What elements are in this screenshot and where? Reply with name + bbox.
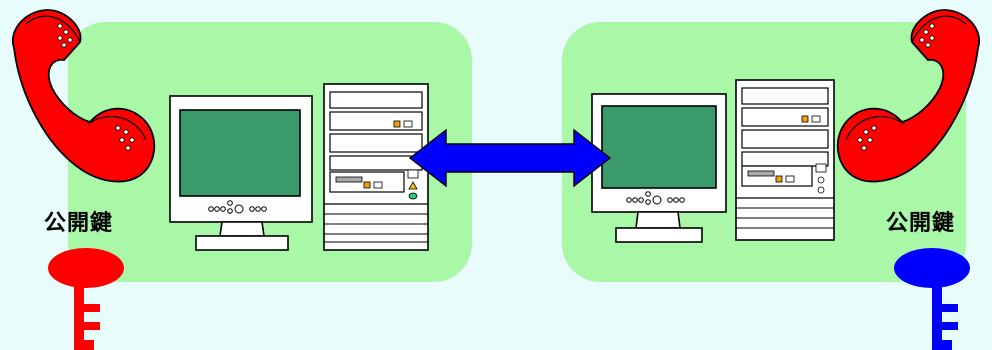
key-icon [894,248,970,350]
telephone-handset-icon [11,9,156,183]
left-monitor [169,95,313,251]
double-arrow-icon [408,128,612,188]
left-computer [169,83,429,251]
right-computer [591,79,835,243]
right-monitor [591,93,727,243]
telephone-handset-icon [836,9,981,183]
right-tower [735,79,835,241]
left-key-label: 公開鍵 [44,211,114,236]
right-key-label: 公開鍵 [886,211,956,236]
key-icon [48,248,124,350]
left-tower [323,83,429,251]
